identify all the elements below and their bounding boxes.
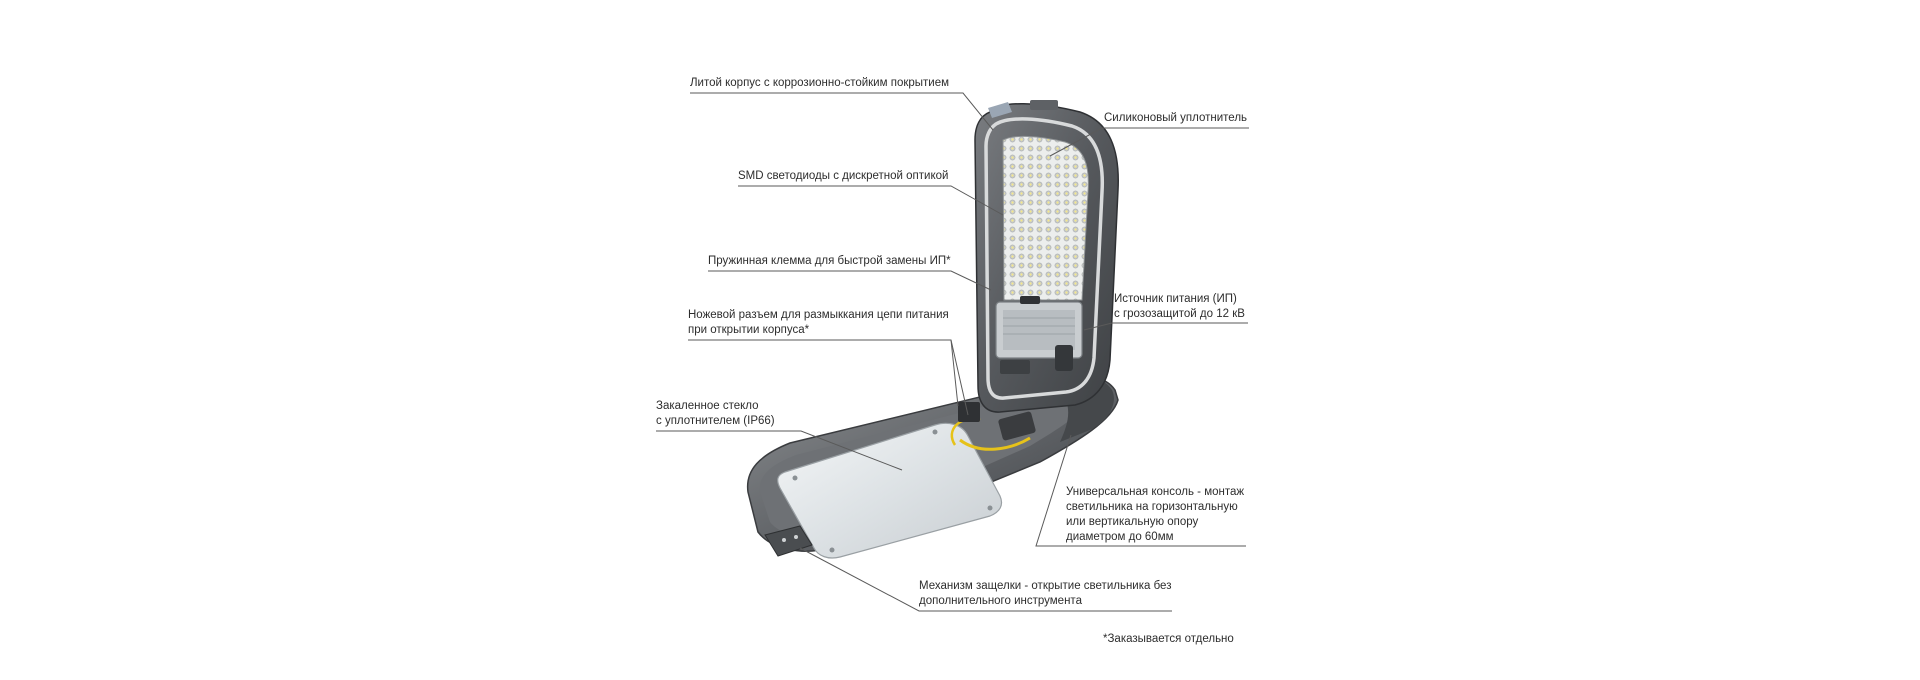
callout-seal: Силиконовый уплотнитель: [1104, 111, 1247, 126]
luminaire-lid: [974, 100, 1119, 413]
callout-power-supply-line-2: с грозозащитой до 12 кВ: [1114, 308, 1245, 320]
leader-terminal: [708, 270, 992, 291]
callout-terminal-line-1: Пружинная клемма для быстрой замены ИП*: [708, 255, 951, 267]
leader-power: [1083, 322, 1248, 331]
callout-glass-line-2: с уплотнителем (IP66): [656, 415, 775, 427]
callout-latch-line-2: дополнительного инструмента: [919, 595, 1082, 607]
leader-latch: [799, 547, 1172, 612]
callout-glass-line-1: Закаленное стекло: [656, 400, 759, 412]
callout-knife-connector-line-1: Ножевой разъем для размыккания цепи пита…: [688, 309, 949, 321]
callout-power-supply-line-1: Источник питания (ИП): [1114, 293, 1237, 305]
leader-lines: [656, 92, 1249, 612]
callout-housing-line-1: Литой корпус с коррозионно-стойким покры…: [690, 77, 950, 89]
footnote: *Заказывается отдельно: [1103, 632, 1234, 647]
callout-knife-connector: Ножевой разъем для размыккания цепи пита…: [688, 308, 949, 338]
spring-terminal: [1000, 345, 1073, 374]
leader-leds: [738, 185, 1004, 216]
callout-console-line-2: светильника на горизонтальную: [1066, 501, 1238, 513]
leader-glass: [656, 430, 903, 471]
callout-console: Универсальная консоль - монтаж светильни…: [1066, 485, 1244, 545]
callout-latch: Механизм защелки - открытие светильника …: [919, 579, 1171, 609]
callout-console-line-3: или вертикальную опору: [1066, 516, 1199, 528]
leader-knife-2: [950, 339, 959, 407]
callout-knife-connector-line-2: при открытии корпуса*: [688, 324, 810, 336]
callout-leds-line-1: SMD светодиоды с дискретной оптикой: [738, 170, 949, 182]
callout-console-line-1: Универсальная консоль - монтаж: [1066, 486, 1245, 498]
callout-glass: Закаленное стекло с уплотнителем (IP66): [656, 399, 775, 429]
leader-seal: [1049, 127, 1249, 157]
callout-console-line-4: диаметром до 60мм: [1066, 531, 1174, 543]
callout-latch-line-1: Механизм защелки - открытие светильника …: [919, 580, 1172, 592]
callout-power-supply: Источник питания (ИП) с грозозащитой до …: [1114, 292, 1245, 322]
callout-seal-line-1: Силиконовый уплотнитель: [1104, 112, 1248, 124]
tempered-glass: [777, 422, 1003, 559]
leader-console: [1035, 434, 1246, 547]
power-supply: [995, 296, 1083, 359]
callout-housing: Литой корпус с коррозионно-стойким покры…: [690, 76, 949, 91]
callout-terminal: Пружинная клемма для быстрой замены ИП*: [708, 254, 951, 269]
footnote-text: *Заказывается отдельно: [1103, 633, 1234, 645]
leader-housing: [690, 92, 994, 131]
callout-leds: SMD светодиоды с дискретной оптикой: [738, 169, 948, 184]
